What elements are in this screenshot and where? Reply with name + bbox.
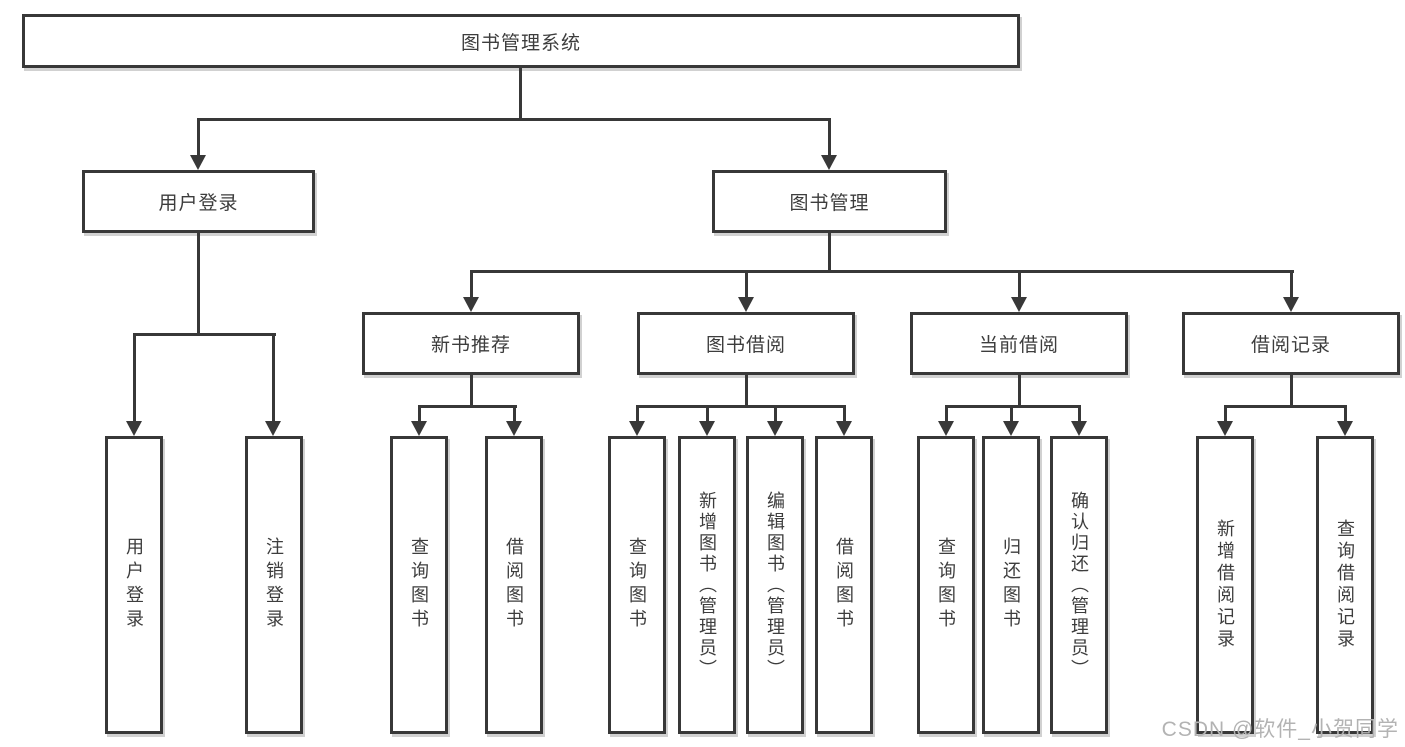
node-book-borrowing: 图书借阅 (637, 312, 855, 375)
connector-drop-leaf (843, 405, 846, 421)
connector-bar (636, 405, 846, 408)
connector-drop-node (745, 270, 748, 300)
arrow-down-icon (506, 421, 522, 436)
arrow-down-icon (629, 421, 645, 436)
leaf-user-login: 用户登录 (105, 436, 163, 734)
node-library-management-system: 图书管理系统 (22, 14, 1020, 68)
connector-book-management-stem (828, 233, 831, 273)
leaf-label: 查询图书 (936, 537, 956, 633)
arrow-down-icon (1003, 421, 1019, 436)
arrow-down-icon (821, 155, 837, 170)
connector-drop-node (470, 270, 473, 300)
connector-drop-user-login (197, 118, 200, 158)
node-book-management: 图书管理 (712, 170, 947, 233)
connector-drop-book-management (828, 118, 831, 158)
connector-drop-leaf (706, 405, 709, 421)
node-label: 新书推荐 (430, 335, 511, 356)
arrow-down-icon (738, 297, 754, 312)
connector-stem (470, 375, 473, 408)
node-label: 图书借阅 (705, 335, 786, 356)
node-user-login: 用户登录 (82, 170, 315, 233)
node-label: 借阅记录 (1250, 335, 1331, 356)
connector-drop-leaf (636, 405, 639, 421)
leaf-query-borrow-record: 查询借阅记录 (1316, 436, 1374, 734)
connector-user-login-bar (133, 333, 276, 336)
leaf-label: 查询图书 (409, 537, 429, 633)
arrow-down-icon (1011, 297, 1027, 312)
node-label: 用户登录 (158, 193, 239, 214)
leaf-logout: 注销登录 (245, 436, 303, 734)
node-label: 图书管理系统 (460, 32, 581, 54)
leaf-confirm-return-admin: 确认归还（管理员） (1050, 436, 1108, 734)
leaf-label: 借阅图书 (834, 537, 854, 633)
connector-drop-leaf (1224, 405, 1227, 421)
arrow-down-icon (1337, 421, 1353, 436)
leaf-borrow-books-recommend: 借阅图书 (485, 436, 543, 734)
arrow-down-icon (767, 421, 783, 436)
arrow-down-icon (126, 421, 142, 436)
leaf-label: 注销登录 (264, 537, 284, 633)
connector-drop-leaf (945, 405, 948, 421)
connector-stem (1018, 375, 1021, 408)
leaf-label: 确认归还（管理员） (1069, 490, 1089, 680)
node-new-book-recommendation: 新书推荐 (362, 312, 580, 375)
leaf-add-borrow-record: 新增借阅记录 (1196, 436, 1254, 734)
connector-drop-leaf (272, 333, 275, 421)
arrow-down-icon (190, 155, 206, 170)
leaf-label: 新增图书（管理员） (697, 490, 717, 680)
leaf-label: 查询图书 (627, 537, 647, 633)
arrow-down-icon (1071, 421, 1087, 436)
leaf-query-books-borrowing: 查询图书 (608, 436, 666, 734)
arrow-down-icon (411, 421, 427, 436)
arrow-down-icon (836, 421, 852, 436)
leaf-label: 用户登录 (124, 537, 144, 633)
leaf-label: 新增借阅记录 (1215, 519, 1235, 651)
leaf-return-book: 归还图书 (982, 436, 1040, 734)
arrow-down-icon (1283, 297, 1299, 312)
connector-bar (418, 405, 517, 408)
arrow-down-icon (1217, 421, 1233, 436)
connector-drop-node (1290, 270, 1293, 300)
leaf-label: 借阅图书 (504, 537, 524, 633)
connector-stem (1290, 375, 1293, 408)
arrow-down-icon (265, 421, 281, 436)
connector-drop-leaf (1344, 405, 1347, 421)
leaf-label: 归还图书 (1001, 537, 1021, 633)
connector-drop-node (1018, 270, 1021, 300)
connector-drop-leaf (774, 405, 777, 421)
connector-drop-leaf (133, 333, 136, 421)
leaf-query-books-current: 查询图书 (917, 436, 975, 734)
leaf-query-books-recommend: 查询图书 (390, 436, 448, 734)
connector-drop-leaf (418, 405, 421, 421)
node-current-borrowing: 当前借阅 (910, 312, 1128, 375)
arrow-down-icon (938, 421, 954, 436)
leaf-edit-book-admin: 编辑图书（管理员） (746, 436, 804, 734)
leaf-label: 查询借阅记录 (1335, 519, 1355, 651)
node-label: 当前借阅 (978, 335, 1059, 356)
leaf-label: 编辑图书（管理员） (765, 490, 785, 680)
arrow-down-icon (699, 421, 715, 436)
connector-level2-bar (470, 270, 1294, 273)
arrow-down-icon (463, 297, 479, 312)
connector-root-stem (519, 68, 522, 120)
connector-drop-leaf (1078, 405, 1081, 421)
connector-user-login-stem (197, 233, 200, 336)
node-borrowing-records: 借阅记录 (1182, 312, 1400, 375)
connector-stem (745, 375, 748, 408)
connector-drop-leaf (513, 405, 516, 421)
connector-level1-bar (197, 118, 831, 121)
connector-drop-leaf (1010, 405, 1013, 421)
node-label: 图书管理 (789, 193, 870, 214)
connector-bar (945, 405, 1081, 408)
leaf-borrow-books-borrowing: 借阅图书 (815, 436, 873, 734)
csdn-watermark: CSDN @软件_小贺同学 (1161, 718, 1399, 741)
connector-bar (1224, 405, 1347, 408)
leaf-add-book-admin: 新增图书（管理员） (678, 436, 736, 734)
